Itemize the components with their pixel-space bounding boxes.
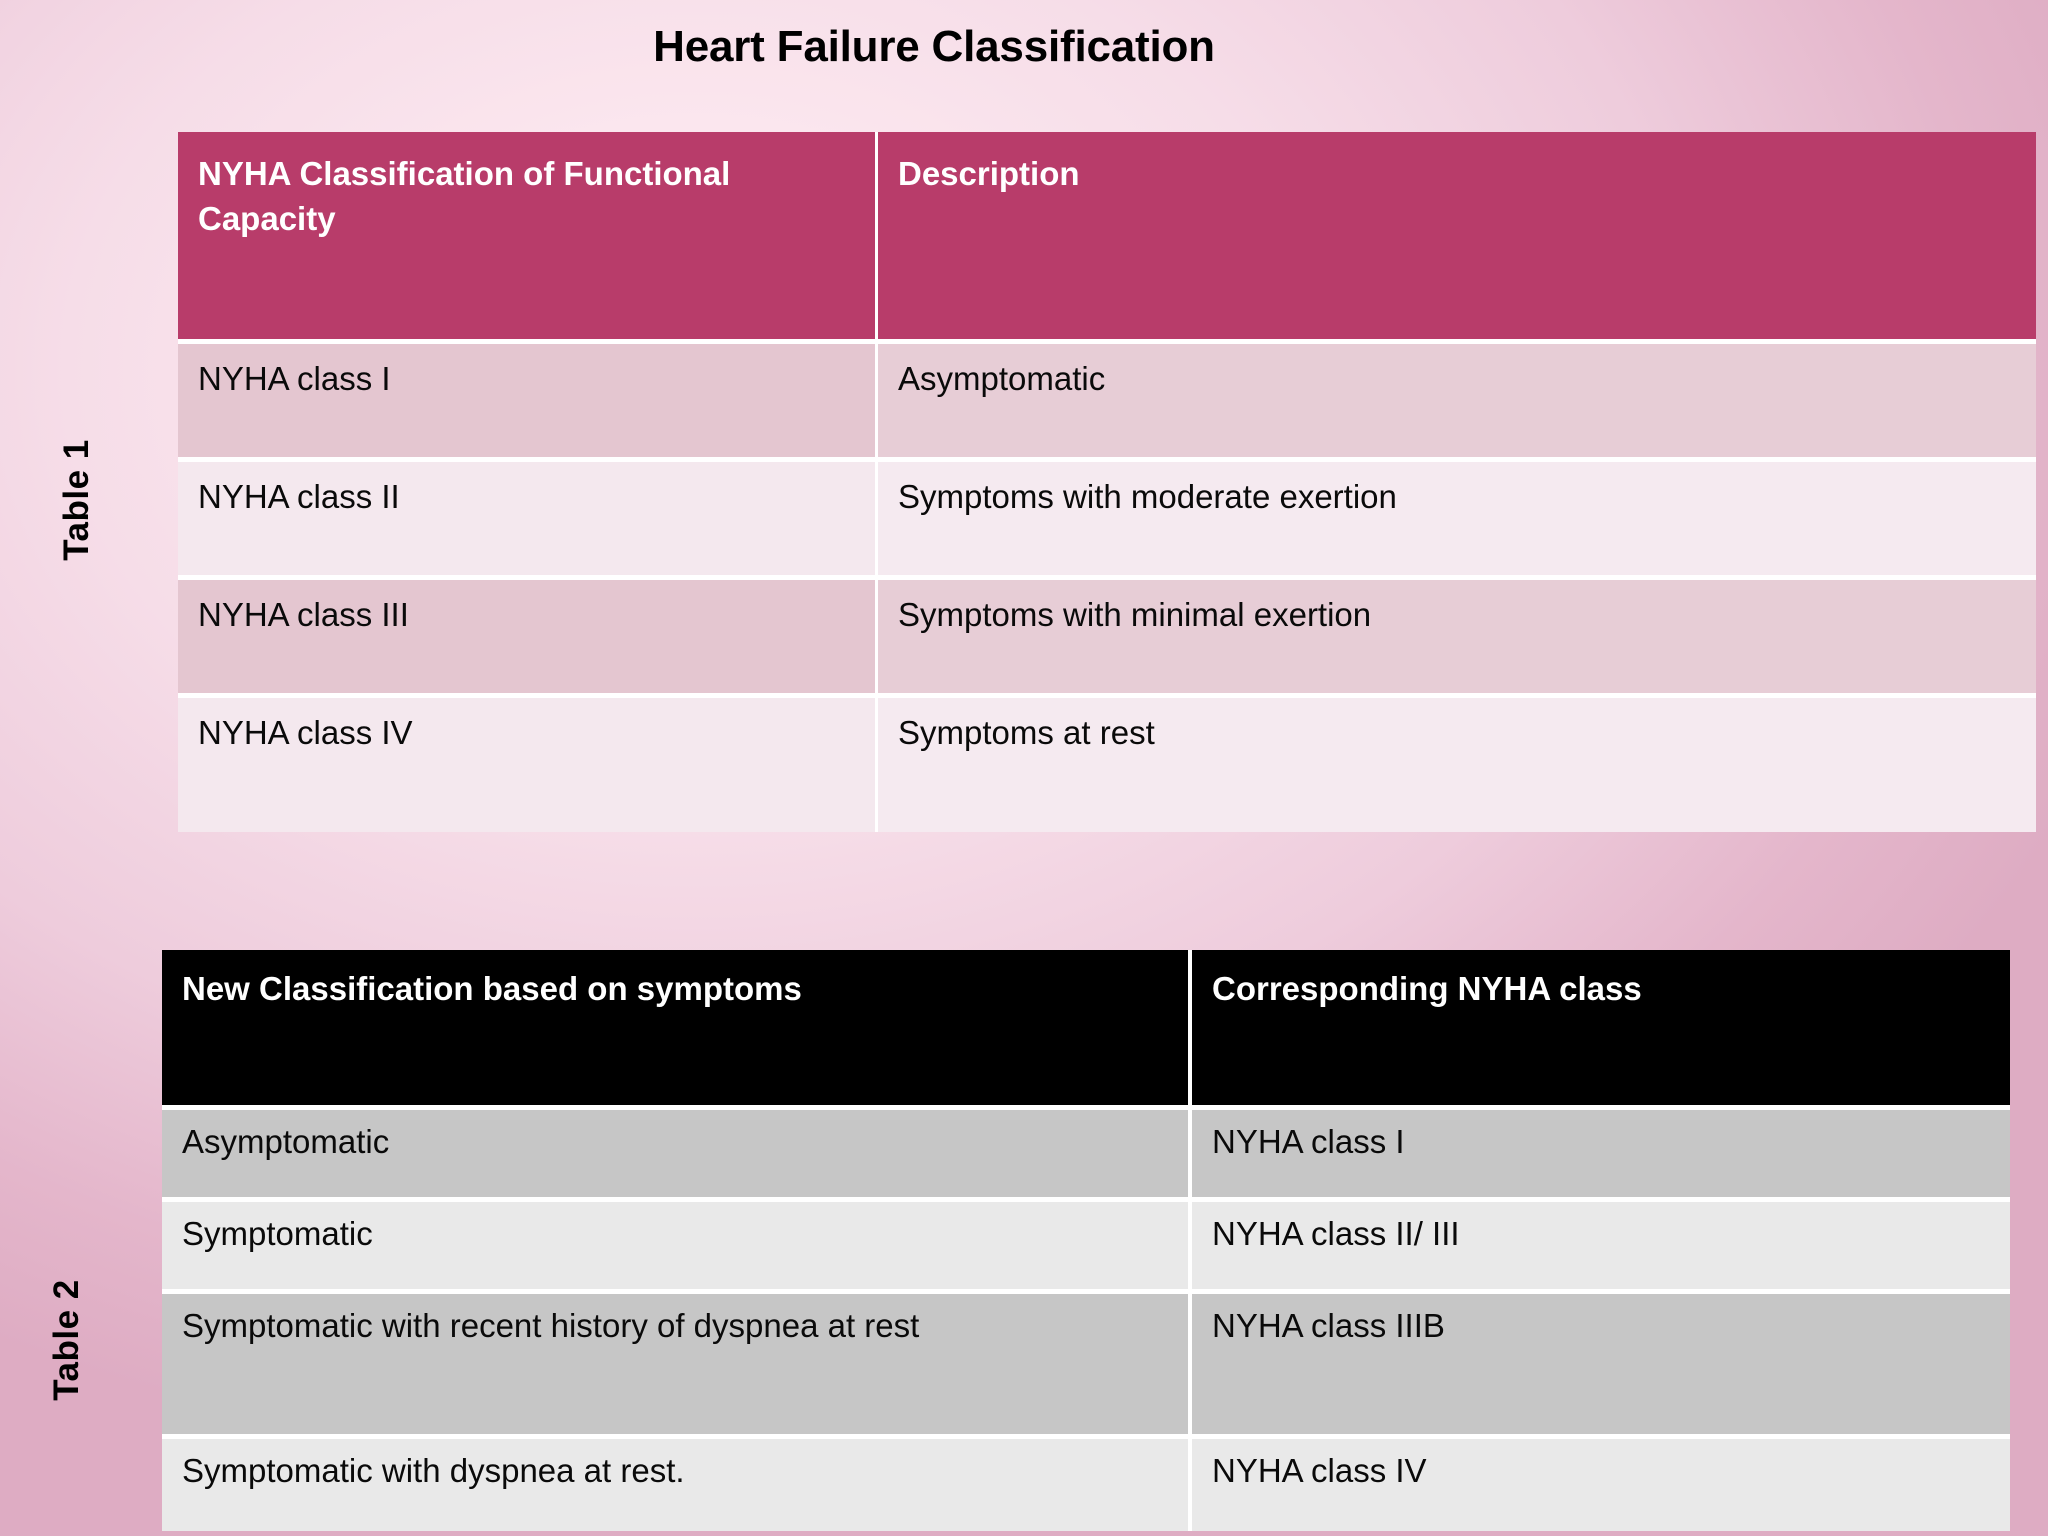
table-row: NYHA class II Symptoms with moderate exe… [178,462,2036,580]
table2-cell-new-classification: Symptomatic [162,1202,1192,1294]
table2-column-header-nyha-class: Corresponding NYHA class [1192,950,2010,1110]
table-row: NYHA class IV Symptoms at rest [178,698,2036,832]
table1-cell-classification: NYHA class III [178,580,878,698]
table2-cell-new-classification: Symptomatic with dyspnea at rest. [162,1439,1192,1531]
table-2-side-label: Table 2 [47,1279,86,1401]
table1-cell-classification: NYHA class IV [178,698,878,832]
page-title: Heart Failure Classification [653,22,1215,71]
table2-cell-new-classification: Symptomatic with recent history of dyspn… [162,1294,1192,1439]
new-classification-table: New Classification based on symptoms Cor… [162,950,2010,1531]
table1-cell-classification: NYHA class I [178,344,878,462]
table1-column-header-classification: NYHA Classification of Functional Capaci… [178,132,878,344]
table-header-row: New Classification based on symptoms Cor… [162,950,2010,1110]
nyha-classification-table: NYHA Classification of Functional Capaci… [178,132,2036,832]
table-1-side-label: Table 1 [57,439,96,561]
table1-cell-description: Symptoms at rest [878,698,2036,832]
table-row: NYHA class I Asymptomatic [178,344,2036,462]
table-row: Symptomatic with dyspnea at rest. NYHA c… [162,1439,2010,1531]
table-header-row: NYHA Classification of Functional Capaci… [178,132,2036,344]
table1-cell-description: Symptoms with moderate exertion [878,462,2036,580]
table1-cell-description: Symptoms with minimal exertion [878,580,2036,698]
table2-cell-nyha-class: NYHA class IV [1192,1439,2010,1531]
table-row: NYHA class III Symptoms with minimal exe… [178,580,2036,698]
table-row: Asymptomatic NYHA class I [162,1110,2010,1202]
table2-cell-nyha-class: NYHA class IIIB [1192,1294,2010,1439]
table1-column-header-description: Description [878,132,2036,344]
table-row: Symptomatic with recent history of dyspn… [162,1294,2010,1439]
table2-cell-new-classification: Asymptomatic [162,1110,1192,1202]
table1-cell-classification: NYHA class II [178,462,878,580]
table-row: Symptomatic NYHA class II/ III [162,1202,2010,1294]
table1-cell-description: Asymptomatic [878,344,2036,462]
table2-cell-nyha-class: NYHA class II/ III [1192,1202,2010,1294]
table2-cell-nyha-class: NYHA class I [1192,1110,2010,1202]
table2-column-header-new-classification: New Classification based on symptoms [162,950,1192,1110]
